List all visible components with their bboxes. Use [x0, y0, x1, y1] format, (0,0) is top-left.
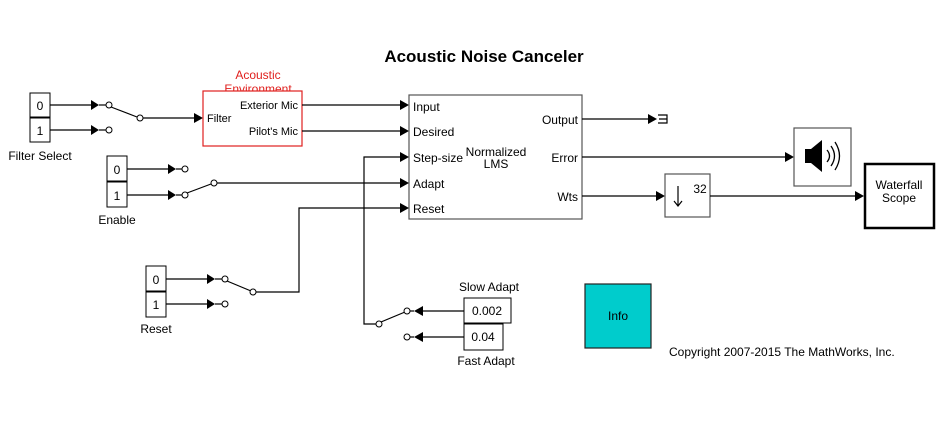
nlms-desired-port: Desired [413, 125, 454, 139]
speaker-block[interactable] [793, 127, 852, 187]
downsample-block[interactable]: 32 [664, 173, 711, 218]
waterfall-scope-block[interactable]: Waterfall Scope [863, 162, 936, 230]
acoustic-env-pilots-mic-port: Pilot's Mic [249, 126, 299, 138]
diagram-title: Acoustic Noise Canceler [384, 47, 584, 66]
env-to-nlms-wires [302, 100, 409, 136]
output-to-terminator [582, 114, 657, 124]
acoustic-environment-block[interactable]: Filter Exterior Mic Pilot's Mic [202, 90, 303, 147]
terminator-icon[interactable] [658, 114, 668, 124]
slow-adapt-value: 0.002 [472, 304, 502, 318]
wts-to-downsample-wire [582, 191, 665, 201]
nlms-label-1: Normalized [466, 145, 527, 159]
reset-switch[interactable] [166, 203, 409, 309]
waterfall-label-1: Waterfall [876, 178, 923, 192]
nlms-wts-port: Wts [557, 190, 578, 204]
nlms-output-port: Output [542, 113, 579, 127]
filter-select-switch[interactable] [50, 100, 203, 135]
step-size-switch[interactable] [363, 152, 464, 342]
enable-value-1: 1 [114, 189, 121, 203]
reset-label: Reset [140, 322, 172, 336]
nlms-label-2: LMS [484, 157, 509, 171]
normalized-lms-block[interactable]: Input Desired Step-size Adapt Reset Outp… [408, 94, 583, 220]
filter-select-value-0: 0 [37, 99, 44, 113]
copyright-text: Copyright 2007-2015 The MathWorks, Inc. [669, 345, 895, 359]
downsample-factor: 32 [693, 182, 707, 196]
enable-value-0: 0 [114, 163, 121, 177]
reset-value-0: 0 [153, 273, 160, 287]
nlms-reset-port: Reset [413, 202, 445, 216]
waterfall-label-2: Scope [882, 191, 916, 205]
enable-switch[interactable] [127, 164, 409, 200]
downsample-to-waterfall-wire [710, 191, 864, 201]
error-to-speaker-wire [582, 152, 794, 162]
enable-block[interactable]: 0 1 [106, 155, 128, 208]
fast-adapt-value: 0.04 [471, 330, 495, 344]
down-arrow-icon [673, 186, 683, 207]
slow-adapt-label: Slow Adapt [459, 280, 520, 294]
enable-label: Enable [98, 213, 136, 227]
acoustic-env-exterior-mic-port: Exterior Mic [240, 100, 299, 112]
reset-block[interactable]: 0 1 [145, 265, 167, 318]
nlms-error-port: Error [551, 151, 578, 165]
nlms-input-port: Input [413, 100, 440, 114]
nlms-adapt-port: Adapt [413, 177, 445, 191]
filter-select-label: Filter Select [8, 149, 72, 163]
fast-adapt-block[interactable]: 0.04 [463, 323, 504, 351]
fast-adapt-label: Fast Adapt [457, 354, 515, 368]
filter-select-block[interactable]: 0 1 [29, 92, 51, 143]
reset-value-1: 1 [153, 298, 160, 312]
acoustic-env-filter-port: Filter [207, 113, 232, 125]
acoustic-env-label-1: Acoustic [235, 68, 280, 82]
info-label: Info [608, 309, 628, 323]
filter-select-value-1: 1 [37, 124, 44, 138]
slow-adapt-block[interactable]: 0.002 [463, 297, 512, 324]
info-block[interactable]: Info [584, 283, 652, 349]
nlms-step-size-port: Step-size [413, 151, 463, 165]
speaker-icon [805, 140, 841, 172]
